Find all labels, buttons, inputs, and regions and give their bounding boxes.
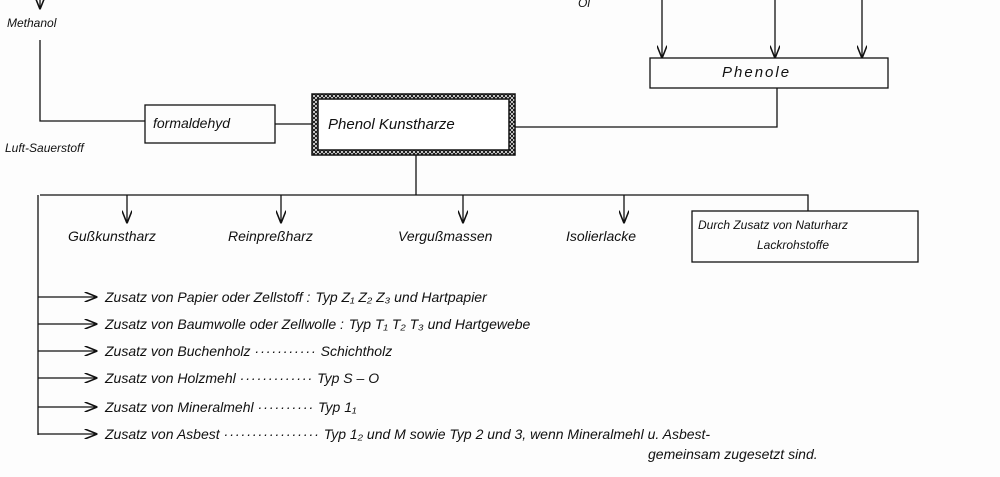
addition-row: Zusatz von Holzmehl ············· Typ S … xyxy=(105,370,379,386)
addition-label: Zusatz von Holzmehl xyxy=(105,370,236,386)
addition-separator: : xyxy=(306,289,312,305)
methanol-connector xyxy=(39,40,145,122)
naturharz-line2: Lackrohstoffe xyxy=(757,238,830,252)
addition-row: Zusatz von Baumwolle oder Zellwolle : Ty… xyxy=(105,316,530,332)
addition-separator: ············· xyxy=(239,370,314,386)
addition-label: Zusatz von Papier oder Zellstoff xyxy=(105,289,303,305)
addition-result: Typ 1₂ und M sowie Typ 2 und 3, wenn Min… xyxy=(323,426,711,442)
methanol-label: Methanol xyxy=(7,16,57,30)
addition-result: Typ T₁ T₂ T₃ und Hartgewebe xyxy=(348,316,531,332)
oel-label: Öl xyxy=(578,0,590,10)
addition-separator: ··········· xyxy=(254,343,317,359)
luft-sauerstoff-label: Luft-Sauerstoff xyxy=(5,141,84,155)
product-reinpressharz: Reinpreßharz xyxy=(228,228,313,244)
addition-row: Zusatz von Papier oder Zellstoff : Typ Z… xyxy=(105,289,487,305)
addition-result: Typ 1₁ xyxy=(318,399,357,415)
addition-note: gemeinsam zugesetzt sind. xyxy=(648,446,818,462)
addition-separator: ················· xyxy=(223,426,320,442)
addition-separator: ·········· xyxy=(257,399,315,415)
product-gusskunstharz: Gußkunstharz xyxy=(68,228,156,244)
product-isolierlacke: Isolierlacke xyxy=(566,228,637,244)
phenole-label: Phenole xyxy=(722,64,792,81)
phenol-kunstharze-label: Phenol Kunstharze xyxy=(328,116,455,133)
addition-label: Zusatz von Buchenholz xyxy=(105,343,251,359)
addition-separator: : xyxy=(340,316,345,332)
addition-label: Zusatz von Baumwolle oder Zellwolle xyxy=(105,316,337,332)
formaldehyd-label: formaldehyd xyxy=(153,115,231,131)
addition-row: Zusatz von Asbest ················· Typ … xyxy=(105,426,710,442)
addition-row: Zusatz von Mineralmehl ·········· Typ 1₁ xyxy=(105,399,356,415)
addition-label: Zusatz von Mineralmehl xyxy=(105,399,254,415)
phenole-box xyxy=(649,57,889,89)
product-vergussmassen: Vergußmassen xyxy=(398,228,493,244)
addition-result: Typ Z₁ Z₂ Z₃ und Hartpapier xyxy=(315,289,487,305)
addition-row: Zusatz von Buchenholz ··········· Schich… xyxy=(105,343,392,359)
naturharz-box xyxy=(691,210,919,263)
addition-label: Zusatz von Asbest xyxy=(105,426,220,442)
addition-result: Schichtholz xyxy=(320,343,393,359)
addition-result: Typ S – O xyxy=(317,370,380,386)
phenole-connector xyxy=(515,88,778,128)
naturharz-line1: Durch Zusatz von Naturharz xyxy=(698,218,849,232)
